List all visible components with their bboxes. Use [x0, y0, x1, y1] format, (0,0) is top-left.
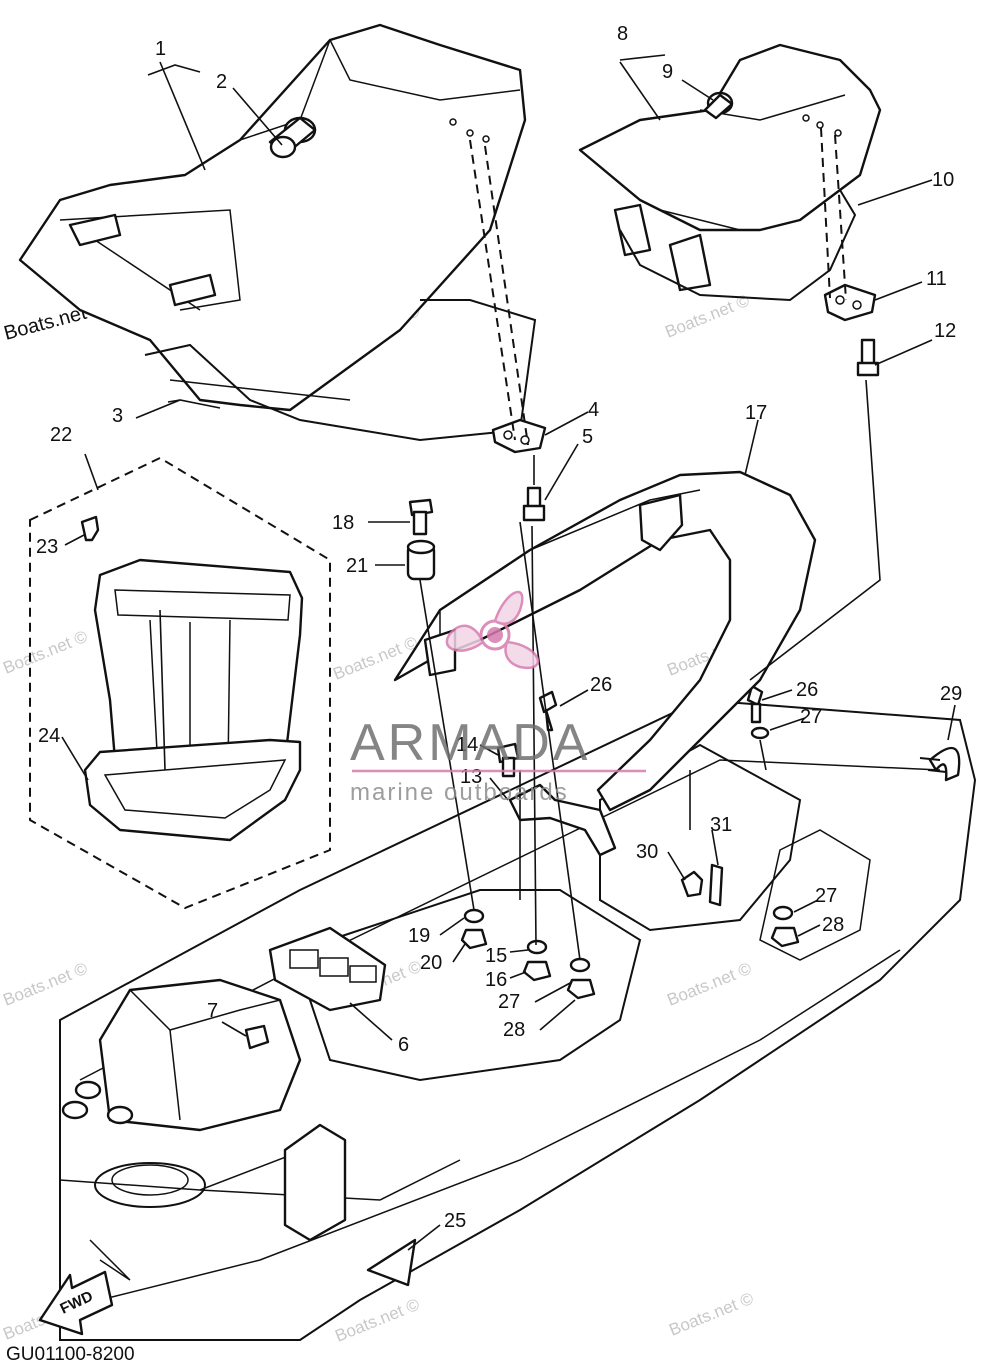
- front-seat: [18, 23, 537, 442]
- callout-24: 24: [38, 725, 60, 747]
- callout-29: 29: [940, 683, 962, 705]
- callout-20: 20: [420, 952, 442, 974]
- callout-leaders: [61, 54, 956, 1251]
- callout-26b: 26: [796, 679, 818, 701]
- callout-8: 8: [617, 23, 628, 45]
- panel-6: [268, 926, 387, 1012]
- bolt-5: [522, 486, 546, 522]
- bolt-12: [856, 338, 880, 377]
- callout-28b: 28: [822, 914, 844, 936]
- bolt-18: [408, 498, 434, 536]
- callout-19: 19: [408, 925, 430, 947]
- callout-30: 30: [636, 841, 658, 863]
- callout-11: 11: [926, 268, 947, 290]
- callout-23: 23: [36, 536, 58, 558]
- watermark: Boats.net ©: [332, 1295, 422, 1346]
- fasteners: [244, 726, 800, 1050]
- watermark: Boats.net ©: [666, 1289, 756, 1340]
- callout-27a: 27: [800, 706, 822, 728]
- alignment-lines: [159, 127, 881, 961]
- callout-15: 15: [485, 945, 507, 967]
- callout-22: 22: [50, 424, 72, 446]
- bracket-11: [823, 283, 877, 322]
- callout-28a: 28: [503, 1019, 525, 1041]
- watermark: Boats.net ©: [0, 627, 90, 678]
- bolt-14: [496, 742, 520, 778]
- callout-9: 9: [662, 61, 673, 83]
- fwd-arrow: FWD: [38, 1270, 114, 1336]
- callout-4: 4: [588, 399, 599, 421]
- callout-26a: 26: [590, 674, 612, 696]
- u-bolt-29: [919, 746, 961, 782]
- brand-name: ARMADA: [350, 714, 590, 772]
- diagram-code: GU01100-8200: [6, 1344, 135, 1365]
- callout-31: 31: [710, 814, 732, 836]
- bucket-assembly: [29, 456, 331, 910]
- callout-14: 14: [456, 734, 478, 756]
- watermark: Boats.net ©: [0, 959, 90, 1010]
- callout-10: 10: [932, 169, 954, 191]
- armada-logo: ARMADA marine outboards: [350, 590, 646, 806]
- cover-17: [393, 470, 817, 812]
- callout-17: 17: [745, 402, 767, 424]
- watermark: Boats.net ©: [664, 959, 754, 1010]
- callout-18: 18: [332, 512, 354, 534]
- callout-7: 7: [207, 1000, 218, 1022]
- watermark: Boats.net ©: [330, 633, 420, 684]
- brand-tagline: marine outboards: [350, 779, 569, 806]
- rear-seat: [578, 43, 882, 302]
- callout-5: 5: [582, 426, 593, 448]
- callout-1: 1: [155, 38, 166, 60]
- watermark: Boats.net ©: [662, 291, 752, 342]
- callout-3: 3: [112, 405, 123, 427]
- callout-27c: 27: [815, 885, 837, 907]
- bracket-4: [491, 418, 547, 454]
- callout-16: 16: [485, 969, 507, 991]
- pad-25: [366, 1238, 417, 1287]
- callout-6: 6: [398, 1034, 409, 1056]
- collar-21: [406, 539, 436, 581]
- callout-27b: 27: [498, 991, 520, 1013]
- callout-21: 21: [346, 555, 368, 577]
- propeller-icon: [445, 590, 540, 670]
- callout-12: 12: [934, 320, 956, 342]
- callout-2: 2: [216, 71, 227, 93]
- callout-25: 25: [444, 1210, 466, 1232]
- screw-26b: [746, 684, 764, 724]
- hull-deck: [59, 698, 977, 1341]
